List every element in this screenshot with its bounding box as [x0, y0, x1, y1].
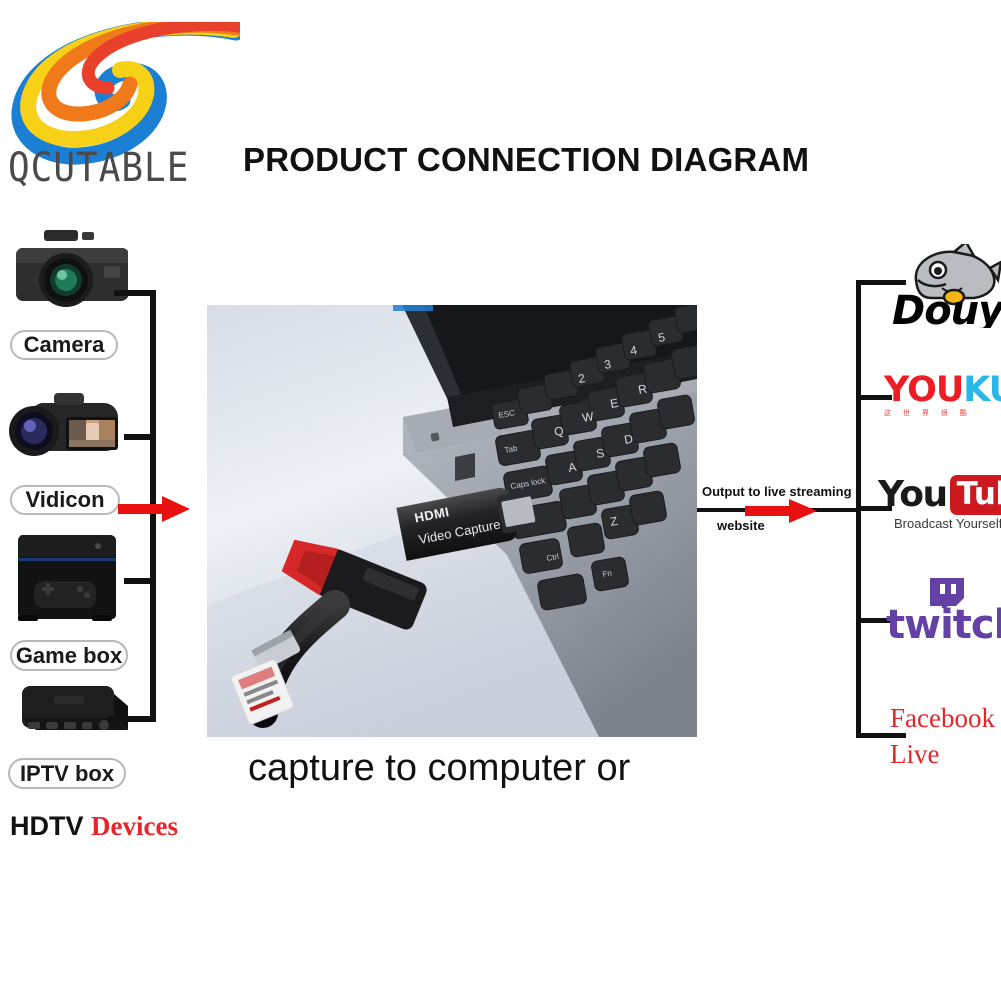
dslr-camera-icon [15, 230, 129, 307]
device-label-iptv-box: IPTV box [8, 758, 126, 789]
svg-text:Z: Z [609, 514, 619, 529]
right-bus-stub-youtube [856, 506, 892, 511]
left-bus-stub-vidicon [124, 434, 154, 440]
youku-wordmark-you: YOU [884, 370, 964, 410]
svg-text:E: E [609, 396, 619, 411]
svg-text:R: R [637, 382, 648, 397]
youku-wordmark: YOUKU [884, 370, 1001, 410]
destination-facebook-live[interactable]: Facebook Live [890, 700, 995, 772]
svg-text:Tab: Tab [504, 444, 519, 455]
svg-text:Q: Q [553, 424, 565, 439]
svg-text:Fn: Fn [602, 568, 613, 578]
device-label-vidicon-text: Vidicon [25, 487, 105, 512]
device-image-vidicon [8, 385, 138, 477]
photo-caption: capture to computer or [248, 747, 631, 789]
youtube-wordmark-you: You [878, 474, 948, 515]
right-bus-stub-twitch [856, 618, 892, 623]
game-console-icon [17, 535, 117, 621]
youtube-wordmark: You Tube [878, 474, 1001, 515]
input-arrow [118, 496, 190, 522]
device-image-iptv-box [14, 678, 132, 752]
device-label-iptv-box-text: IPTV box [19, 760, 115, 786]
svg-text:S: S [595, 446, 605, 461]
source-group-label: HDTV Devices [10, 811, 178, 842]
svg-text:W: W [581, 409, 595, 425]
destination-youtube[interactable]: You Tube Broadcast Yourself ™ [878, 474, 1001, 536]
source-group-label-hdtv: HDTV [10, 811, 84, 841]
page-title: PRODUCT CONNECTION DIAGRAM [243, 141, 810, 178]
device-label-game-box-text: Game box [15, 642, 123, 668]
left-bus-stub-game-box [124, 578, 154, 584]
destination-douyu[interactable]: Douyu [882, 240, 1001, 334]
youku-wordmark-ku: KU [963, 370, 1001, 410]
youtube-wordmark-tube: Tube [949, 474, 1001, 515]
product-photo: ESC Tab Caps lock Shift Ctrl Fn 2 3 4 5 … [207, 305, 697, 737]
douyu-shark-logo-icon: Douyu [892, 240, 1001, 334]
facebook-live-line1: Facebook [890, 703, 995, 733]
device-label-camera: Camera [10, 330, 118, 360]
youtube-tagline: Broadcast Yourself ™ [894, 516, 1001, 531]
svg-text:5: 5 [657, 330, 666, 345]
swirl-logo-icon [11, 22, 240, 165]
hdmi-capture-photo-illustration: ESC Tab Caps lock Shift Ctrl Fn 2 3 4 5 … [207, 305, 697, 737]
svg-text:A: A [567, 460, 577, 475]
right-bus-stub-facebook [856, 733, 906, 738]
left-bus-stub-iptv-box [108, 716, 154, 722]
device-label-vidicon: Vidicon [10, 485, 120, 515]
douyu-wordmark: Douyu [892, 288, 1001, 328]
brand-logo [8, 22, 240, 187]
svg-text:4: 4 [629, 343, 638, 358]
set-top-box-icon [22, 686, 128, 730]
youku-subtitle: 这 世 界 很 酷 [884, 410, 972, 417]
red-right-arrow-icon [118, 496, 190, 522]
red-right-arrow-icon [745, 499, 817, 523]
source-group-label-devices: Devices [91, 811, 178, 841]
output-arrow [745, 499, 817, 523]
svg-text:D: D [623, 432, 634, 447]
destination-youku[interactable]: YOUKU 这 世 界 很 酷 [884, 370, 1001, 418]
device-image-camera [15, 222, 129, 322]
device-label-camera-text: Camera [23, 332, 105, 357]
facebook-live-line2: Live [890, 739, 940, 769]
device-image-game-box [14, 525, 126, 630]
svg-text:ESC: ESC [498, 408, 516, 420]
output-annotation-line1: Output to live streaming [702, 484, 852, 499]
svg-text:2: 2 [577, 371, 586, 386]
destination-twitch[interactable]: twitch [886, 576, 1001, 648]
right-bus-stub-youku [856, 395, 892, 400]
svg-text:HDMI: HDMI [413, 504, 450, 525]
svg-text:3: 3 [603, 357, 612, 372]
camcorder-icon [9, 393, 118, 456]
output-annotation-line2: website [717, 518, 765, 533]
svg-text:Ctrl: Ctrl [546, 552, 560, 563]
left-bus-stub-camera [114, 290, 154, 296]
device-label-game-box: Game box [10, 640, 128, 671]
right-bus-stub-douyu [856, 280, 906, 285]
brand-name: QCUTABLE [8, 145, 190, 191]
twitch-glitch-icon [930, 578, 964, 608]
twitch-wordmark: twitch [886, 602, 1001, 648]
